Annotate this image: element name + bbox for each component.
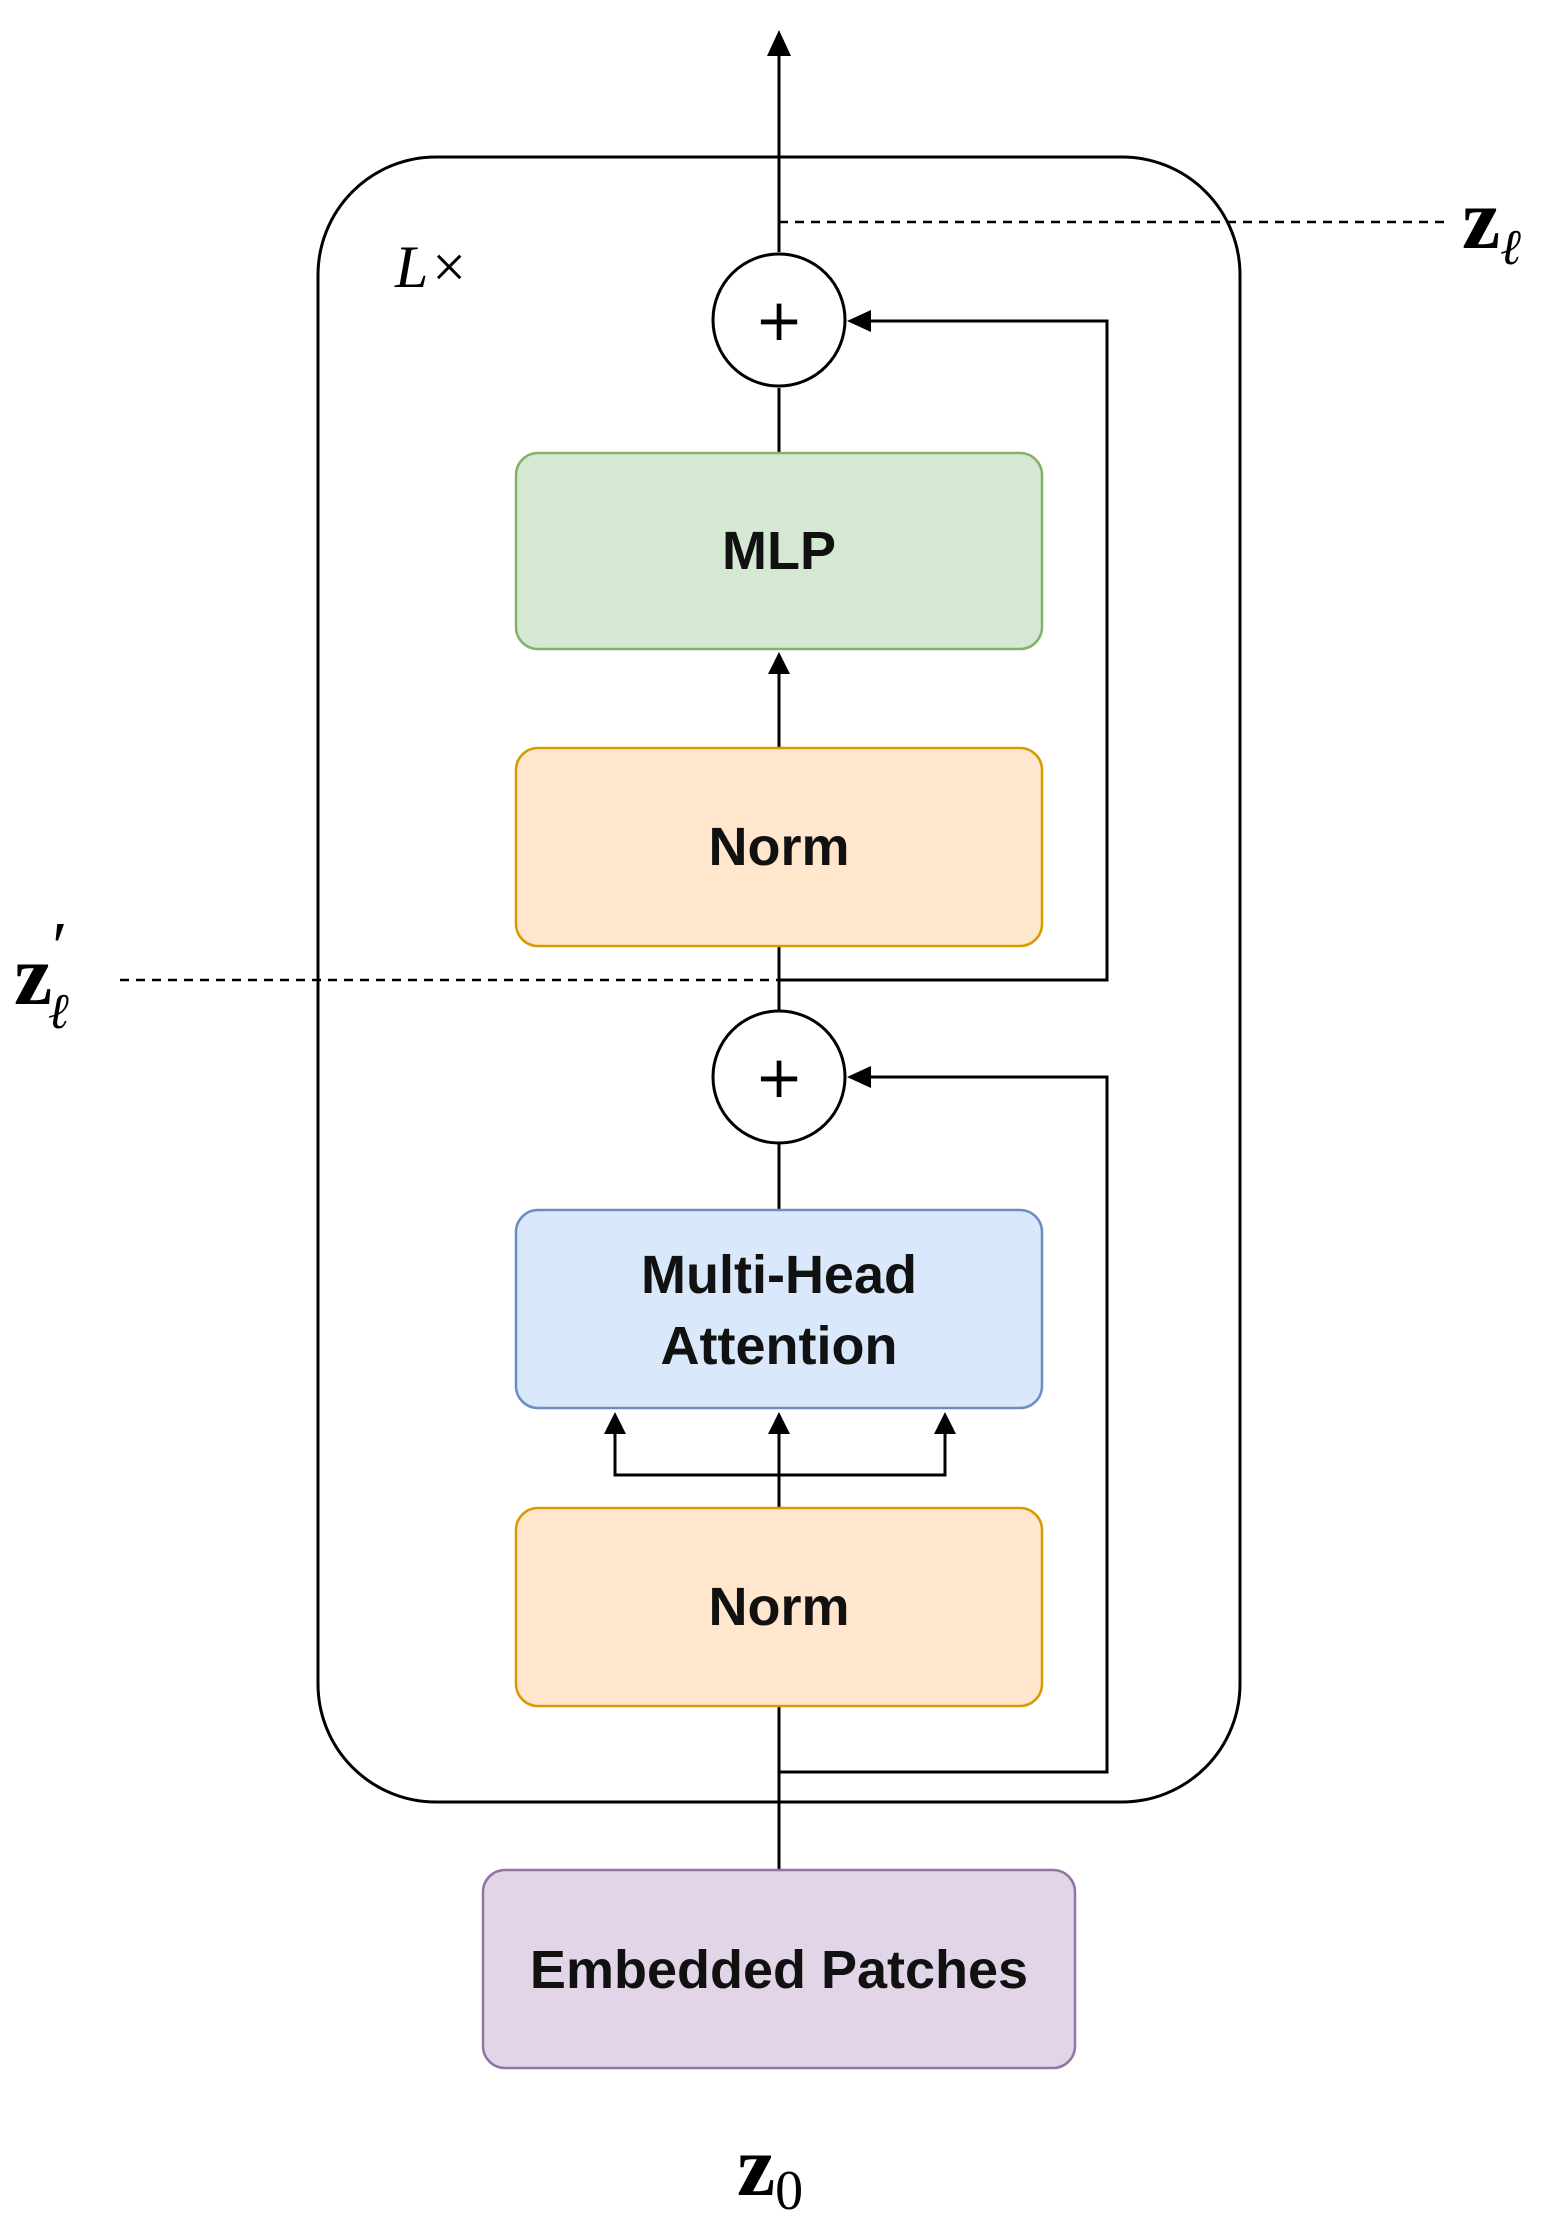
mlp-block: MLP bbox=[514, 451, 1044, 651]
z-l-label: zℓ bbox=[1462, 171, 1521, 276]
attention-fanout-connector bbox=[613, 1428, 947, 1477]
multi-head-attention-block: Multi-Head Attention bbox=[514, 1208, 1044, 1410]
attention-key-arrowhead bbox=[768, 1412, 790, 1434]
norm-bottom-label: Norm bbox=[708, 1577, 849, 1637]
z-l-base: z bbox=[1462, 171, 1500, 267]
norm-top-label: Norm bbox=[708, 817, 849, 877]
attention-label-line1: Multi-Head bbox=[641, 1245, 917, 1305]
z-0-subscript: 0 bbox=[775, 2160, 803, 2222]
output-arrowhead bbox=[767, 30, 791, 56]
bottom-adder: + bbox=[711, 1009, 847, 1145]
z-l-subscript: ℓ bbox=[1500, 218, 1521, 276]
bottom-adder-circle bbox=[711, 1009, 847, 1145]
z-l-prime-label: z′ℓ bbox=[14, 909, 69, 1040]
z-0-label: z0 bbox=[737, 2118, 803, 2222]
residual-connection-mlp bbox=[779, 319, 1109, 982]
attention-box bbox=[514, 1208, 1044, 1410]
attention-query-arrowhead bbox=[604, 1412, 626, 1434]
norm-top-block: Norm bbox=[514, 746, 1044, 948]
z-l-prime-base: z bbox=[14, 927, 52, 1023]
repeat-count-label: L× bbox=[394, 234, 469, 300]
arrowheads bbox=[604, 30, 956, 1434]
attention-value-arrowhead bbox=[934, 1412, 956, 1434]
z-l-prime-subscript: ℓ bbox=[48, 982, 69, 1040]
mlp-box bbox=[514, 451, 1044, 651]
top-adder-residual-arrowhead bbox=[847, 310, 871, 332]
embedded-patches-label: Embedded Patches bbox=[530, 1940, 1028, 2000]
embedded-patches-box bbox=[481, 1868, 1077, 2070]
norm-top-box bbox=[514, 746, 1044, 948]
residual-connection-attention bbox=[779, 1075, 1109, 1774]
z-0-base: z bbox=[737, 2118, 775, 2214]
mlp-input-arrowhead bbox=[768, 652, 790, 674]
bottom-adder-plus: + bbox=[755, 1043, 804, 1111]
attention-label-line2: Attention bbox=[661, 1316, 898, 1376]
embedded-patches-block: Embedded Patches bbox=[481, 1868, 1077, 2070]
main-path-connectors bbox=[613, 42, 1109, 1870]
top-adder-circle bbox=[711, 252, 847, 388]
mlp-label: MLP bbox=[722, 521, 836, 581]
bottom-adder-residual-arrowhead bbox=[847, 1066, 871, 1088]
z-l-prime-mark: ′ bbox=[52, 909, 67, 986]
norm-bottom-box bbox=[514, 1506, 1044, 1708]
top-adder-plus: + bbox=[755, 286, 804, 354]
top-adder: + bbox=[711, 252, 847, 388]
norm-bottom-block: Norm bbox=[514, 1506, 1044, 1708]
